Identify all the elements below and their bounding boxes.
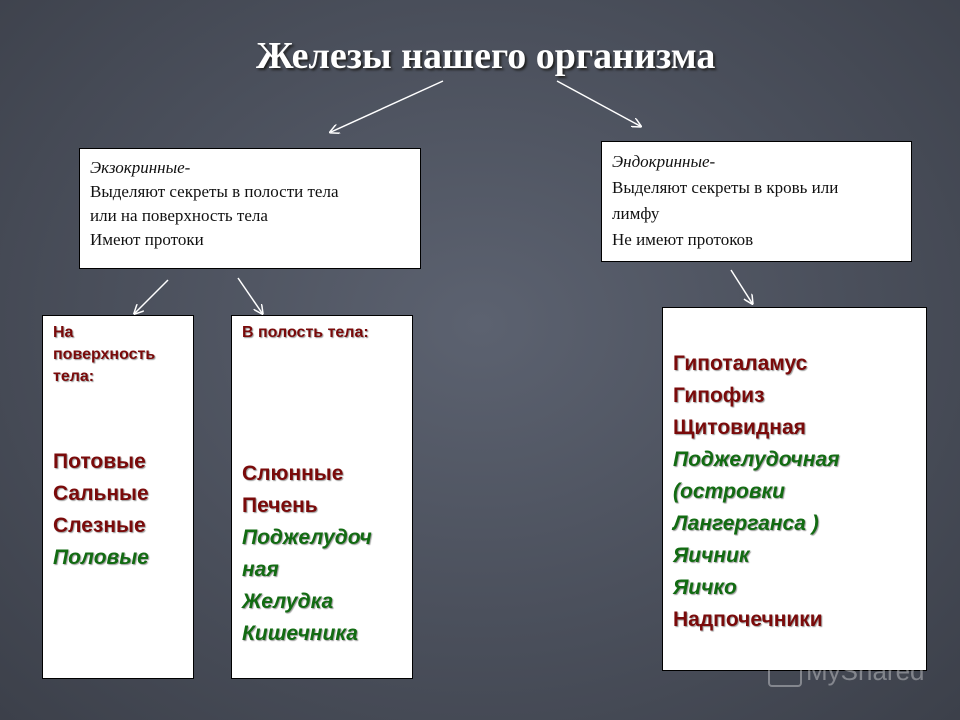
endocrine-glands-box: Гипоталамус Гипофиз Щитовидная Поджелудо… [662,307,927,671]
surface-glands-list: Потовые Сальные Слезные Половые [53,446,183,574]
exocrine-box: Экзокринные- Выделяют секреты в полости … [79,148,421,269]
list-item: Яичко [673,576,737,599]
list-item: Половые [53,546,149,569]
arrow-endocrine-to-list [730,269,752,303]
list-item: Слюнные [242,462,344,485]
cavity-glands-box: В полость тела: Слюнные Печень Поджелудо… [231,315,413,679]
watermark-logo: MyShared [768,656,925,688]
surface-heading: тела: [53,368,95,385]
surface-glands-box: На поверхность тела: Потовые Сальные Сле… [42,315,194,679]
exocrine-heading: Экзокринные- [90,158,191,177]
arrow-exocrine-to-cavity [237,277,262,313]
endocrine-line: Не имеют протоков [612,230,754,249]
cavity-glands-list: Слюнные Печень Поджелудоч ная Желудка Ки… [242,458,402,650]
endocrine-line: лимфу [612,204,660,223]
page-title: Железы нашего организма [256,35,716,77]
surface-heading: На [53,324,74,341]
surface-heading: поверхность [53,346,156,363]
endocrine-heading: Эндокринные- [612,152,716,171]
presentation-icon [768,659,802,688]
list-item: Сальные [53,482,149,505]
list-item: Надпочечники [673,608,823,631]
list-item: Слезные [53,514,146,537]
exocrine-line: Выделяют секреты в полости тела [90,182,339,201]
list-item: Яичник [673,544,750,567]
list-item: Кишечника [242,622,358,645]
list-item: Желудка [242,590,334,613]
endocrine-box: Эндокринные- Выделяют секреты в кровь ил… [601,141,912,262]
cavity-heading: В полость тела: [242,324,369,341]
exocrine-line: или на поверхность тела [90,206,268,225]
list-item: Поджелудоч [242,526,372,549]
list-item: Щитовидная [673,416,806,439]
arrow-exocrine-to-surface [135,279,169,313]
list-item: Печень [242,494,318,517]
watermark-text: MyShared [806,656,925,686]
list-item: Поджелудочная [673,448,840,471]
list-item: Гипофиз [673,384,765,407]
list-item: ная [242,558,279,581]
exocrine-line: Имеют протоки [90,230,204,249]
arrow-title-to-exocrine [331,80,444,132]
endocrine-line: Выделяют секреты в кровь или [612,178,839,197]
list-item: Гипоталамус [673,352,808,375]
arrow-title-to-endocrine [556,80,640,126]
list-item: Потовые [53,450,146,473]
list-item: (островки [673,480,785,503]
list-item: Лангерганса ) [673,512,819,535]
